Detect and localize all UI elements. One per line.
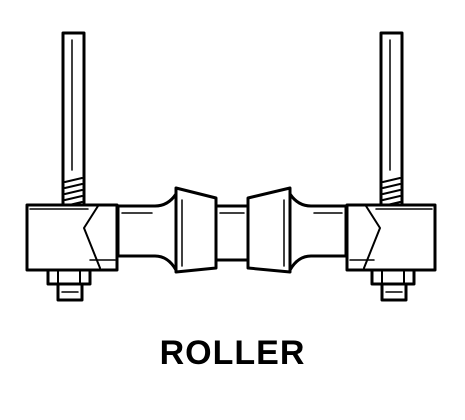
- diagram-caption: ROLLER: [159, 334, 306, 372]
- left-shaft: [116, 192, 178, 272]
- right-nut: [370, 268, 416, 302]
- left-cone-roller: [174, 186, 218, 274]
- right-cone-roller: [246, 186, 292, 274]
- right-vertical-rod: [379, 31, 404, 210]
- left-vertical-rod: [61, 31, 86, 210]
- left-nut: [46, 268, 92, 302]
- left-mounting-block: [25, 203, 119, 272]
- roller-diagram: [25, 31, 437, 302]
- right-shaft: [288, 192, 348, 272]
- right-mounting-block: [345, 203, 437, 272]
- center-hub: [214, 204, 250, 262]
